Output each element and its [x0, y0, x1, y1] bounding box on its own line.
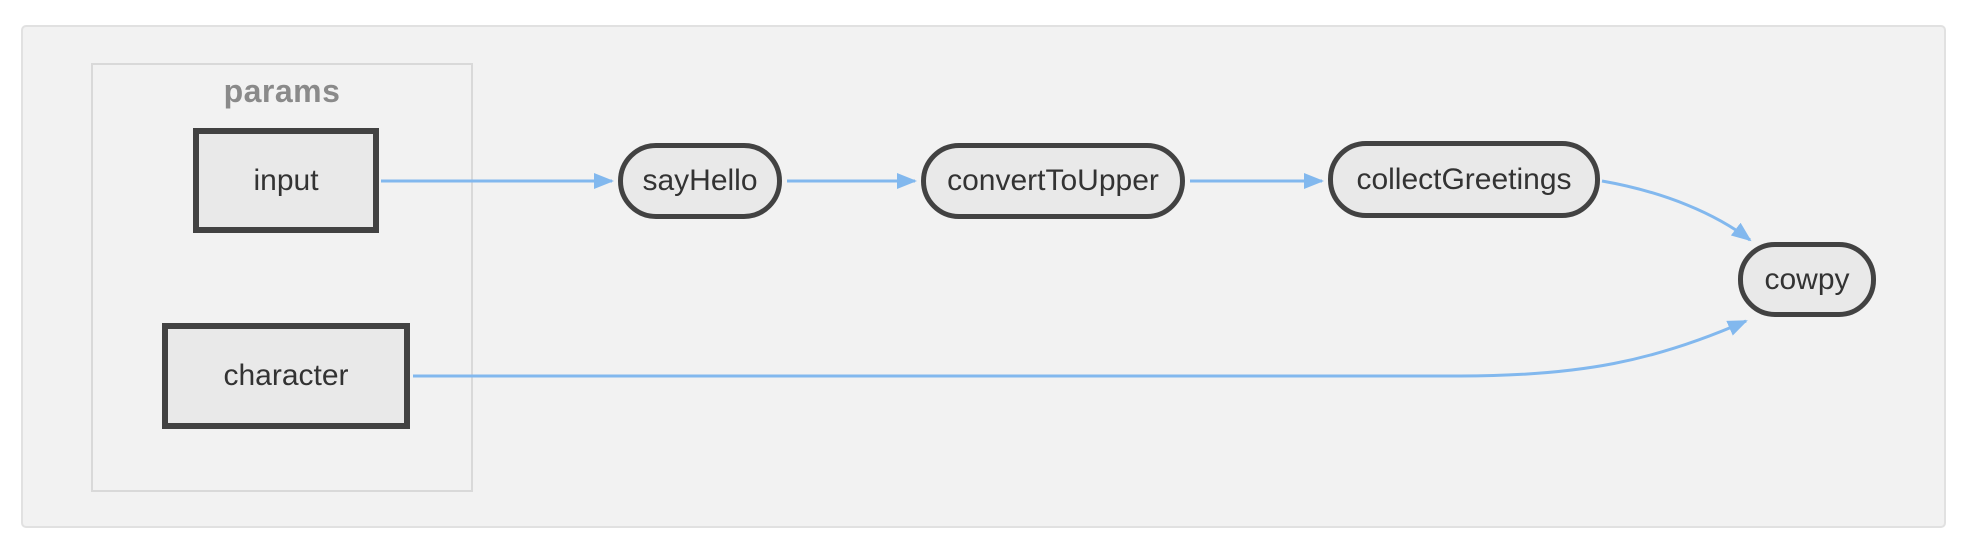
node-cowpy-label: cowpy: [1764, 262, 1850, 296]
node-converttoupper: convertToUpper: [921, 143, 1185, 219]
node-character-label: character: [223, 359, 349, 392]
node-collectgreetings: collectGreetings: [1328, 141, 1600, 218]
node-cowpy: cowpy: [1738, 242, 1876, 317]
node-collectgreetings-label: collectGreetings: [1356, 162, 1572, 196]
node-sayhello-label: sayHello: [642, 164, 758, 197]
node-input-label: input: [253, 163, 319, 197]
node-character: character: [162, 323, 410, 429]
params-group-label: params: [223, 73, 341, 109]
node-sayhello: sayHello: [618, 143, 782, 219]
node-converttoupper-label: convertToUpper: [947, 164, 1159, 197]
node-input: input: [193, 128, 379, 233]
